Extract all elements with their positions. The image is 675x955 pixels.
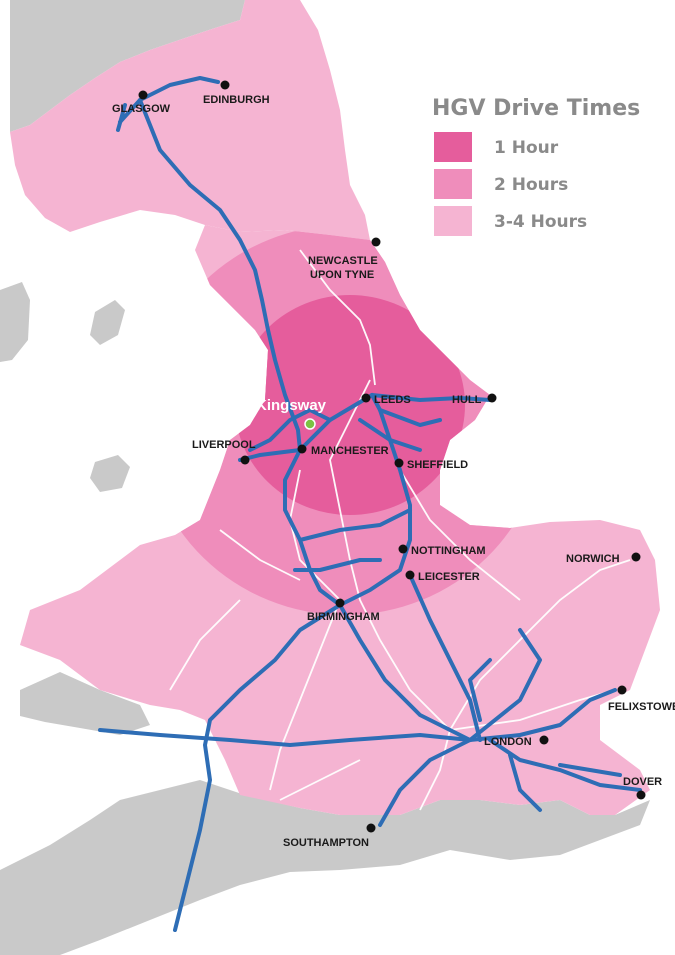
legend-swatch-3-4-hours: [434, 206, 472, 236]
cornwall-landmass: [20, 672, 150, 735]
legend-label-2-hours: 2 Hours: [494, 175, 568, 195]
legend-title: HGV Drive Times: [432, 96, 640, 121]
city-felixstowe[interactable]: FELIXSTOWE: [608, 685, 675, 714]
isle-of-man: [90, 300, 125, 345]
motorway-network: [98, 76, 642, 932]
kingsway-logo-text: Kingsway: [256, 397, 327, 414]
scotland-region: [10, 0, 370, 240]
city-glasgow[interactable]: GLASGOW: [112, 90, 171, 116]
city-label-norwich: NORWICH: [566, 553, 620, 565]
city-label-sheffield: SHEFFIELD: [407, 459, 468, 471]
anglesey: [90, 455, 130, 492]
legend-item-1-hour: 1 Hour: [434, 132, 559, 162]
city-label-southampton: SOUTHAMPTON: [283, 837, 369, 849]
city-label-leeds: LEEDS: [374, 394, 411, 406]
legend: HGV Drive Times 1 Hour 2 Hours 3-4 Hours: [432, 96, 640, 236]
city-label-manchester: MANCHESTER: [311, 445, 389, 457]
city-label-london: LONDON: [484, 736, 532, 748]
city-manchester[interactable]: MANCHESTER: [297, 444, 389, 458]
legend-swatch-2-hours: [434, 169, 472, 199]
legend-item-3-4-hours: 3-4 Hours: [434, 206, 587, 236]
city-edinburgh[interactable]: EDINBURGH: [203, 80, 270, 107]
city-label-birmingham: BIRMINGHAM: [307, 611, 380, 623]
city-birmingham[interactable]: BIRMINGHAM: [307, 598, 380, 624]
city-label-nottingham: NOTTINGHAM: [411, 545, 486, 557]
city-label-dover: DOVER: [623, 776, 662, 788]
legend-label-1-hour: 1 Hour: [494, 138, 559, 158]
ireland-edge: [0, 282, 30, 362]
city-sheffield[interactable]: SHEFFIELD: [394, 458, 469, 472]
northern-scotland-landmass: [10, 0, 245, 132]
city-label-leicester: LEICESTER: [418, 571, 480, 583]
city-london[interactable]: LONDON: [484, 735, 549, 749]
legend-swatch-1-hour: [434, 132, 472, 162]
kingsway-logo: Kingsway: [256, 397, 327, 430]
city-label-edinburgh: EDINBURGH: [203, 94, 270, 106]
southwest-landmass: [0, 780, 650, 955]
kingsway-location-marker: [304, 418, 316, 430]
city-leicester[interactable]: LEICESTER: [405, 570, 480, 584]
legend-item-2-hours: 2 Hours: [434, 169, 568, 199]
city-norwich[interactable]: NORWICH: [566, 552, 641, 566]
drive-time-1-hour-zone: [235, 295, 465, 515]
city-liverpool[interactable]: LIVERPOOL: [192, 439, 256, 465]
city-label-glasgow: GLASGOW: [112, 103, 171, 115]
city-label-hull: HULL: [452, 394, 482, 406]
city-label-felixstowe: FELIXSTOWE: [608, 701, 675, 713]
city-leeds[interactable]: LEEDS: [361, 393, 411, 407]
city-nottingham[interactable]: NOTTINGHAM: [398, 544, 486, 558]
city-dover[interactable]: DOVER: [623, 776, 662, 800]
legend-label-3-4-hours: 3-4 Hours: [494, 212, 587, 232]
city-southampton[interactable]: SOUTHAMPTON: [283, 823, 376, 850]
city-label-liverpool: LIVERPOOL: [192, 439, 256, 451]
city-hull[interactable]: HULL: [452, 393, 497, 407]
